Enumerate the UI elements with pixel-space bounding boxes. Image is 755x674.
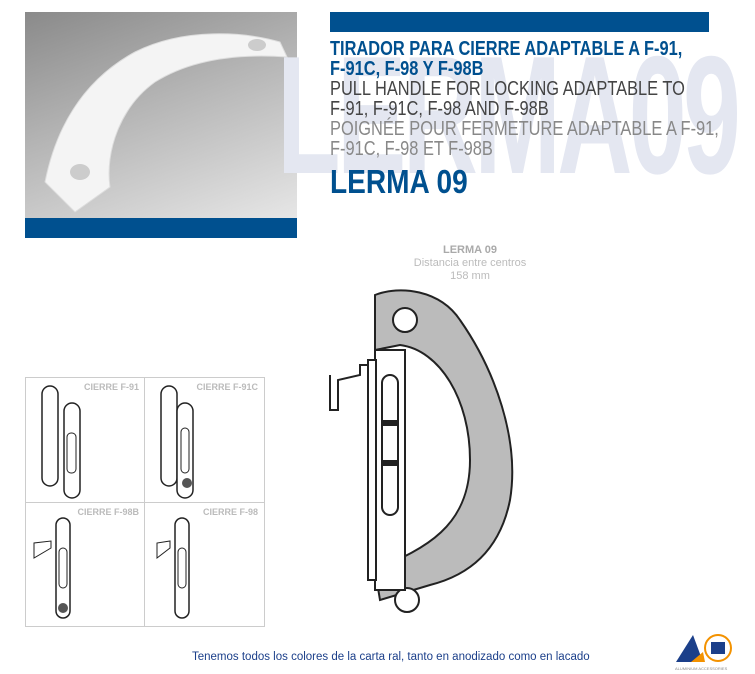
lock-f98: CIERRE F-98 — [145, 503, 263, 626]
title-en-1: PULL HANDLE FOR LOCKING ADAPTABLE TO — [330, 78, 685, 100]
title-fr-1: POIGNÉE POUR FERMETURE ADAPTABLE A F-91, — [330, 118, 719, 140]
model-name: LERMA 09 — [330, 163, 468, 200]
lock-label: CIERRE F-98B — [77, 507, 139, 517]
lock-f91: CIERRE F-91 — [26, 378, 144, 501]
photo-bar — [25, 218, 297, 238]
company-logo-icon: ALUMINIUM ACCESSORIES — [675, 634, 732, 671]
lock-f91c: CIERRE F-91C — [145, 378, 263, 501]
watermark: LERMA09 — [276, 21, 741, 209]
caption-model: LERMA 09 — [443, 244, 497, 256]
lock-grid: CIERRE F-91 CIERRE F-91C CIERRE F-98B CI… — [25, 377, 265, 627]
caption-line1: Distancia entre centros — [413, 257, 527, 269]
title-en-2: F-91, F-91C, F-98 AND F-98B — [330, 98, 549, 120]
title-fr-2: F-91C, F-98 ET F-98B — [330, 138, 493, 160]
title-es-2: F-91C, F-98 Y F-98B — [330, 58, 484, 80]
caption-line2: 158 mm — [450, 270, 490, 282]
product-photo — [25, 12, 297, 218]
lock-icon — [33, 517, 71, 619]
handle-drawing-icon — [329, 289, 514, 613]
lock-icon — [160, 385, 194, 499]
lock-icon — [156, 517, 190, 619]
caption: LERMA 09 Distancia entre centros 158 mm — [380, 244, 560, 283]
lock-label: CIERRE F-98 — [202, 507, 258, 517]
handle-photo-icon — [44, 33, 288, 213]
lock-f98b: CIERRE F-98B — [26, 503, 144, 626]
lock-label: CIERRE F-91 — [83, 382, 139, 392]
lock-label: CIERRE F-91C — [196, 382, 258, 392]
title-es-1: TIRADOR PARA CIERRE ADAPTABLE A F-91, — [330, 38, 683, 60]
svg-text:ALUMINIUM ACCESSORIES: ALUMINIUM ACCESSORIES — [675, 666, 728, 671]
footer-note: Tenemos todos los colores de la carta ra… — [192, 651, 590, 663]
lock-icon — [41, 385, 81, 499]
header-bar — [330, 12, 709, 32]
